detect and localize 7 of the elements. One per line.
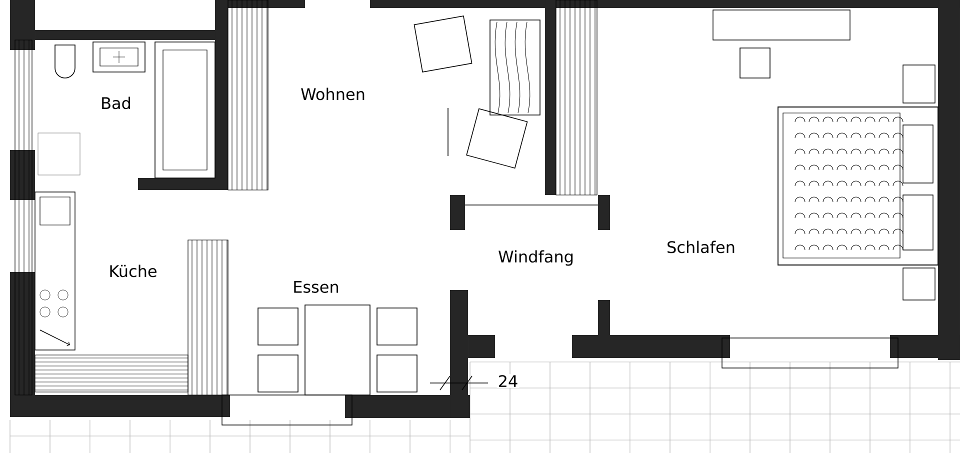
room-label: Wohnen [300, 86, 366, 102]
dimension-label: 24 [496, 374, 520, 388]
room-label: Schlafen [666, 240, 736, 254]
room-label: Essen [292, 280, 340, 294]
room-label: Küche [108, 264, 158, 278]
room-label: Bad [100, 96, 132, 110]
room-label: Windfang [497, 249, 575, 267]
